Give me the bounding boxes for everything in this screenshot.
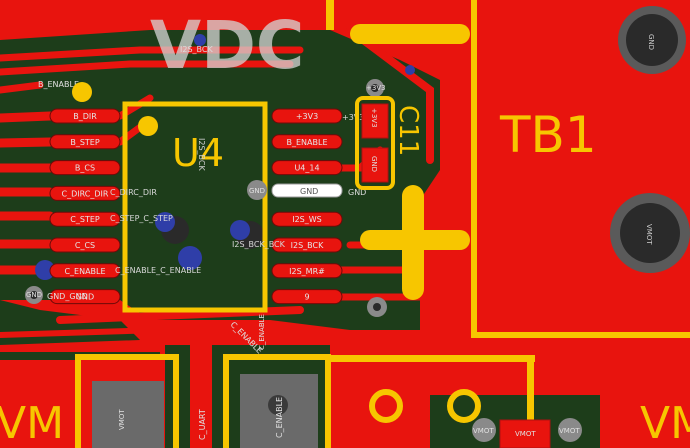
tb1-gnd-hole — [626, 14, 678, 66]
right-pad-5-pad — [271, 237, 343, 253]
gnd-mid-label: GND — [249, 187, 265, 195]
gnd-via-mid — [247, 180, 267, 200]
vmot-bottom-mid-label: VMOT — [515, 430, 536, 438]
right-pad-1-pad — [271, 134, 343, 150]
right-pad-0-pad — [271, 108, 343, 124]
mount-ring-1 — [369, 389, 403, 423]
tb1-gnd-label: GND — [647, 34, 655, 50]
c-dirc-dir-label: C_DIRC_DIR — [110, 188, 157, 197]
gnd-via-left-label: GND — [26, 291, 42, 299]
b-enable-top-label: B_ENABLE — [38, 80, 79, 89]
u4-label: U4 — [172, 131, 224, 175]
minus-sign — [350, 24, 470, 44]
c-enable-vertical-label: C_ENABLE — [258, 314, 266, 350]
left-pad-4-label: C_STEP — [70, 215, 100, 224]
tb1-vmot-hole — [620, 203, 680, 263]
left-pad-4-pad — [49, 211, 121, 227]
plus3v3-right-label: +3V3 — [342, 113, 364, 122]
vmot-bottom-mid-pad — [499, 419, 551, 448]
right-pad-6-pad — [271, 263, 343, 279]
i2s-bck-vertical-label: I2S_BCK — [197, 138, 206, 171]
silk-bar-bottom-right — [527, 355, 534, 448]
left-pad-3-pad — [49, 185, 121, 201]
left-pad-1-label: B_STEP — [70, 138, 100, 147]
c11-top-label: +3V3 — [366, 84, 386, 92]
right-pad-5-label: I2S_BCK — [291, 241, 324, 250]
via-below-pads-hole — [373, 303, 381, 311]
vdc-label: VDC — [150, 7, 304, 84]
right-pad-7-label: 9 — [304, 293, 309, 302]
u4-pin1-dot — [138, 116, 158, 136]
header-mid-hole — [268, 395, 288, 415]
right-pad-6-label: I2S_MR# — [289, 267, 325, 276]
left-pad-6-label: C_ENABLE — [64, 267, 105, 276]
c11-pad1 — [361, 103, 389, 139]
left-pad-2-label: B_CS — [75, 164, 95, 173]
c11-label: C11 — [393, 105, 423, 156]
tb1-label: TB1 — [499, 106, 597, 164]
i2s-bck-top-label: I2S_BCK — [180, 45, 213, 54]
i2s-bck-bck-label: I2S_BCK_BCK — [232, 240, 286, 249]
left-pad-7-pad — [49, 289, 121, 305]
plus-vertical — [402, 185, 424, 300]
right-pad-1-label: B_ENABLE — [287, 138, 328, 147]
vmot-bottom-right-via — [558, 418, 582, 442]
vmot-pad-left-label: VMOT — [118, 409, 126, 430]
vm-right-label: VM — [640, 398, 690, 448]
gnd-strip — [271, 183, 343, 198]
b-enable-dot — [72, 82, 92, 102]
right-pad-7-pad — [271, 289, 343, 305]
c11-outline — [355, 96, 395, 190]
left-pads: B_DIR B_STEP B_CS C_DIRC_DIR C_STEP C_CS C_ENA… — [49, 108, 121, 305]
header-left-outline — [75, 354, 179, 448]
vmot-bottom-left-via — [472, 418, 496, 442]
right-pad-2-label: U4_14 — [294, 164, 319, 173]
c-uart-label: C_UART — [198, 409, 207, 440]
gnd-strip-label: GND — [300, 187, 318, 196]
gnd-gnd-label: GND_GND — [47, 292, 88, 301]
c-step-c-step-label: C_STEP_C_STEP — [110, 214, 173, 223]
c-enable-c-enable-label: C_ENABLE_C_ENABLE — [115, 266, 201, 275]
vmot-bottom-left-label: VMOT — [473, 427, 494, 435]
left-pad-1-pad — [49, 134, 121, 150]
c11-pad1-label: +3V3 — [370, 108, 378, 128]
vmot-bottom-right-label: VMOT — [559, 427, 580, 435]
c-enable-pad-label: C_ENABLE — [275, 397, 284, 438]
tb1-outline — [471, 0, 690, 338]
header-left-pad — [92, 381, 164, 448]
right-pad-4-label: I2S_WS — [292, 215, 322, 224]
left-pad-7-label: GND — [76, 293, 94, 302]
vm-left-label: VM — [0, 398, 64, 448]
left-pad-5-pad — [49, 237, 121, 253]
left-pad-0-label: B_DIR — [73, 112, 97, 121]
gnd-via-left-hole — [30, 291, 38, 299]
dark-region — [0, 30, 440, 330]
gnd-right-label: GND — [348, 188, 366, 197]
right-pad-0-label: +3V3 — [296, 112, 318, 121]
c11-pad2-label: GND — [370, 156, 378, 172]
u4-outline — [122, 101, 268, 313]
via-3v3-top-hole — [371, 84, 379, 92]
right-pad-2-pad — [271, 160, 343, 176]
left-pad-3-label: C_DIRC_DIR — [62, 189, 109, 198]
left-pad-5-label: C_CS — [75, 241, 95, 250]
c11-pad2 — [361, 147, 389, 183]
left-pad-0-pad — [49, 108, 121, 124]
header-mid-outline — [223, 354, 331, 448]
left-pad-6-pad — [49, 263, 121, 279]
right-pad-4-pad — [271, 211, 343, 227]
ground-vias — [35, 34, 415, 280]
mount-ring-2 — [447, 389, 481, 423]
left-pad-2-pad — [49, 160, 121, 176]
silk-bar-bottom — [330, 355, 535, 362]
tb1-vmot-label: VMOT — [645, 224, 653, 245]
